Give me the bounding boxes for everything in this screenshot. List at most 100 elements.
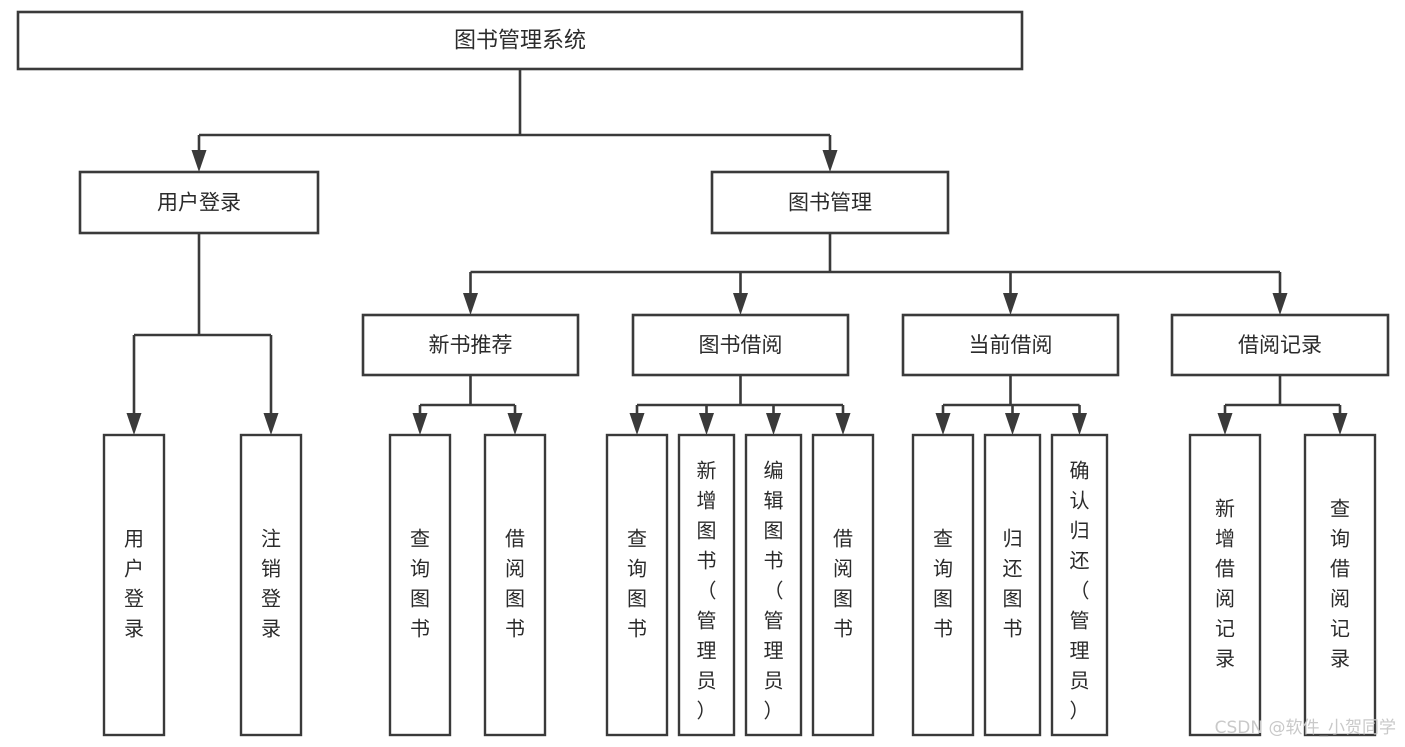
leaf-leaf-return-book-label-char: 归 xyxy=(1003,527,1023,551)
arrow-down-icon-book-manage-0 xyxy=(463,293,478,315)
csdn-watermark: CSDN @软件_小贺同学 xyxy=(1215,718,1396,738)
node-borrow-record-label: 借阅记录 xyxy=(1238,333,1322,357)
leaf-leaf-borrow-book-2-box[interactable] xyxy=(811,433,875,737)
leaf-leaf-query-book-2-box[interactable] xyxy=(605,433,669,737)
leaf-leaf-confirm-return-label-char: 还 xyxy=(1070,549,1090,573)
arrow-down-icon-book-borrow-0 xyxy=(629,413,645,435)
leaf-leaf-user-login[interactable]: 用户登录 xyxy=(102,433,166,737)
leaf-leaf-edit-book-label-char: （ xyxy=(764,579,784,603)
leaf-leaf-query-book-3-label-char: 图 xyxy=(933,587,953,611)
leaf-leaf-confirm-return-box[interactable] xyxy=(1050,433,1109,737)
leaf-leaf-query-book-1-label-char: 书 xyxy=(410,617,430,641)
leaf-leaf-edit-book-label-char: ） xyxy=(764,699,784,723)
leaf-leaf-query-borrow-record-box[interactable] xyxy=(1303,433,1377,737)
leaf-leaf-add-book-label-char: 新 xyxy=(697,459,717,483)
node-current-borrow-box[interactable] xyxy=(901,313,1120,377)
node-root[interactable]: 图书管理系统 xyxy=(16,10,1024,71)
leaf-leaf-query-book-3-box[interactable] xyxy=(911,433,975,737)
leaf-leaf-query-book-2-label-char: 图 xyxy=(627,587,647,611)
leaf-leaf-add-borrow-record-box[interactable] xyxy=(1188,433,1262,737)
leaf-leaf-query-borrow-record-label-char: 询 xyxy=(1330,527,1350,551)
node-new-book-recommend-label: 新书推荐 xyxy=(429,333,513,357)
leaf-leaf-edit-book-box[interactable] xyxy=(744,433,803,737)
leaf-leaf-query-book-1-label-char: 询 xyxy=(410,557,430,581)
leaf-leaf-query-book-3-label-char: 书 xyxy=(933,617,953,641)
leaf-leaf-confirm-return-label-char: 管 xyxy=(1070,609,1090,633)
node-new-book-recommend-box[interactable] xyxy=(361,313,580,377)
node-book-borrow-box[interactable] xyxy=(631,313,850,377)
leaf-leaf-return-book-box[interactable] xyxy=(983,433,1042,737)
leaf-leaf-add-book-label-char: 员 xyxy=(697,669,717,693)
leaf-leaf-return-book-label-char: 还 xyxy=(1003,557,1023,581)
node-book-manage[interactable]: 图书管理 xyxy=(710,170,950,235)
leaf-leaf-user-logout-label-char: 录 xyxy=(261,617,281,641)
arrow-down-icon-book-borrow-1 xyxy=(699,413,714,435)
leaf-leaf-query-book-2-label-char: 查 xyxy=(627,527,647,551)
leaf-leaf-user-logout-label-char: 注 xyxy=(261,527,281,551)
leaf-leaf-add-borrow-record-label-char: 增 xyxy=(1215,527,1235,551)
leaf-leaf-confirm-return-label-char: 认 xyxy=(1070,489,1090,513)
leaf-leaf-confirm-return-label-char: 归 xyxy=(1070,519,1090,543)
leaf-leaf-borrow-book-1-box[interactable] xyxy=(483,433,547,737)
node-book-manage-label: 图书管理 xyxy=(788,191,872,215)
node-layer: 图书管理系统用户登录用户登录注销登录图书管理新书推荐查询图书借阅图书图书借阅查询… xyxy=(16,10,1390,737)
leaf-leaf-add-book-label-char: 管 xyxy=(697,609,717,633)
node-root-box[interactable] xyxy=(16,10,1024,71)
arrow-down-icon-book-manage-2 xyxy=(1003,293,1018,315)
leaf-leaf-edit-book-label-char: 图 xyxy=(764,519,784,543)
leaf-leaf-user-login-label-char: 用 xyxy=(124,527,144,551)
node-new-book-recommend[interactable]: 新书推荐 xyxy=(361,313,580,377)
leaf-leaf-confirm-return-label-char: 确 xyxy=(1070,459,1090,483)
node-user-login-box[interactable] xyxy=(78,170,320,235)
leaf-leaf-edit-book-label-char: 辑 xyxy=(764,489,784,513)
leaf-leaf-query-book-1-label-char: 图 xyxy=(410,587,430,611)
leaf-leaf-borrow-book-1-label-char: 书 xyxy=(505,617,525,641)
leaf-leaf-borrow-book-1-label-char: 阅 xyxy=(505,557,525,581)
leaf-leaf-confirm-return-label-char: 员 xyxy=(1070,669,1090,693)
leaf-leaf-add-borrow-record-label-char: 借 xyxy=(1215,557,1235,581)
leaf-leaf-add-book-label-char: 理 xyxy=(697,639,717,663)
leaf-leaf-query-book-1-box[interactable] xyxy=(388,433,452,737)
leaf-leaf-user-logout-box[interactable] xyxy=(239,433,303,737)
node-book-manage-box[interactable] xyxy=(710,170,950,235)
leaf-leaf-return-book-label-char: 图 xyxy=(1003,587,1023,611)
leaf-leaf-user-login-label: 用户登录 xyxy=(124,527,144,641)
node-current-borrow-label: 当前借阅 xyxy=(969,333,1053,357)
node-book-borrow[interactable]: 图书借阅 xyxy=(631,313,850,377)
arrow-down-icon-book-borrow-3 xyxy=(835,413,851,435)
node-current-borrow[interactable]: 当前借阅 xyxy=(901,313,1120,377)
leaf-leaf-query-borrow-record-label-char: 借 xyxy=(1330,557,1350,581)
leaf-leaf-user-login-box[interactable] xyxy=(102,433,166,737)
node-borrow-record[interactable]: 借阅记录 xyxy=(1170,313,1390,377)
leaf-leaf-query-book-2-label-char: 询 xyxy=(627,557,647,581)
leaf-leaf-add-book-box[interactable] xyxy=(677,433,736,737)
leaf-leaf-user-login-label-char: 登 xyxy=(124,587,144,611)
arrow-down-icon-current-borrow-2 xyxy=(1072,413,1087,435)
node-user-login[interactable]: 用户登录 xyxy=(78,170,320,235)
leaf-leaf-edit-book-label-char: 理 xyxy=(764,639,784,663)
node-borrow-record-box[interactable] xyxy=(1170,313,1390,377)
node-user-login-label: 用户登录 xyxy=(157,191,241,215)
leaf-leaf-user-logout-label-char: 销 xyxy=(261,557,281,581)
arrow-down-icon-new-book-recommend-0 xyxy=(412,413,428,435)
leaf-leaf-add-book-label-char: 书 xyxy=(697,549,717,573)
arrow-down-icon-new-book-recommend-1 xyxy=(507,413,523,435)
